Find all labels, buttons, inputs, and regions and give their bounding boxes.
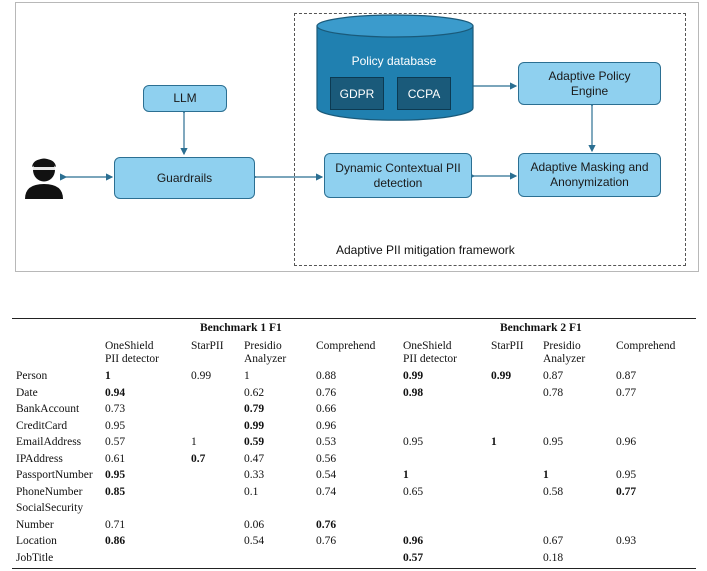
table-cell: 0.59 — [244, 436, 265, 448]
table-cell: 0.85 — [105, 485, 126, 498]
table-cell: 0.93 — [616, 535, 637, 547]
table-cell: 0.54 — [244, 535, 265, 547]
ccpa-box: CCPA — [397, 77, 451, 110]
table-cell: 0.73 — [105, 403, 126, 415]
table-cell: 0.96 — [403, 535, 424, 547]
table-cell: 0.95 — [543, 436, 564, 448]
dynamic-pii-detection-node: Dynamic Contextual PII detection — [324, 153, 472, 198]
table-cell: 0.98 — [403, 386, 424, 399]
table-cell: 0.62 — [244, 386, 265, 399]
table-cell: 0.76 — [316, 535, 337, 547]
user-icon — [25, 158, 63, 199]
column-header: Comprehend — [616, 340, 676, 352]
table-cell: 1 — [105, 370, 111, 382]
table-cell: 0.95 — [616, 469, 637, 481]
table-cell: 0.57 — [105, 436, 126, 448]
table-cell: 0.33 — [244, 469, 265, 481]
table-cell: 0.53 — [316, 436, 337, 448]
guardrails-node: Guardrails — [114, 157, 255, 199]
architecture-diagram — [15, 2, 699, 272]
table-cell: 0.58 — [543, 485, 564, 498]
table-cell: 0.95 — [403, 436, 424, 448]
table-cell: 0.76 — [316, 518, 337, 531]
column-header: StarPII — [491, 340, 524, 352]
table-cell: 0.47 — [244, 452, 265, 465]
table-cell: 0.87 — [616, 370, 637, 382]
policy-database-label: Policy database — [351, 54, 437, 68]
table-cell: 0.87 — [543, 370, 564, 382]
table-cell: 0.95 — [105, 469, 126, 481]
table-cell: 1 — [491, 436, 497, 448]
table-cell: 0.77 — [616, 386, 637, 399]
table-cell: 0.99 — [244, 419, 265, 432]
table-cell: 0.61 — [105, 452, 126, 465]
row-label: Person — [16, 370, 48, 382]
table-cell: 0.7 — [191, 452, 206, 465]
row-label: EmailAddress — [16, 436, 82, 448]
table-cell: 0.95 — [105, 419, 126, 432]
column-header: OneShield — [403, 340, 452, 352]
column-header: Presidio — [244, 340, 282, 352]
framework-label: Adaptive PII mitigation framework — [336, 243, 515, 257]
row-label: JobTitle — [16, 551, 54, 564]
table-cell: 0.74 — [316, 485, 337, 498]
table-cell: 0.71 — [105, 518, 126, 531]
row-label: IPAddress — [16, 452, 63, 465]
table-cell: 0.79 — [244, 403, 265, 415]
table-top-rule — [12, 318, 696, 319]
table-cell: 0.96 — [616, 436, 637, 448]
table-cell: 0.18 — [543, 551, 564, 564]
table-cell: 0.54 — [316, 469, 337, 481]
table-cell: 1 — [543, 469, 549, 481]
diagram-arrows — [60, 82, 596, 181]
table-cell: 0.57 — [403, 551, 424, 564]
table-bottom-rule — [12, 568, 696, 569]
column-header: Analyzer — [543, 353, 586, 365]
table-cell: 0.78 — [543, 386, 564, 399]
column-header: Analyzer — [244, 353, 287, 365]
row-label: SocialSecurity — [16, 502, 84, 514]
table-cell: 0.99 — [491, 370, 512, 382]
column-header: PII detector — [105, 353, 159, 365]
gdpr-box: GDPR — [330, 77, 384, 110]
row-label: PassportNumber — [16, 469, 93, 481]
table-cell: 1 — [244, 370, 250, 382]
group-header: Benchmark 1 F1 — [200, 322, 282, 334]
column-header: Presidio — [543, 340, 581, 352]
table-cell: 1 — [191, 436, 197, 448]
table-cell: 0.65 — [403, 485, 424, 498]
table-cell: 1 — [403, 469, 409, 481]
table-cell: 0.56 — [316, 452, 337, 465]
table-cell: 0.86 — [105, 535, 126, 547]
table-cell: 0.77 — [616, 485, 637, 498]
row-label: BankAccount — [16, 403, 80, 415]
row-label: PhoneNumber — [16, 485, 83, 498]
table-cell: 0.96 — [316, 419, 337, 432]
row-label: Location — [16, 535, 57, 547]
column-header: Comprehend — [316, 340, 376, 352]
table-cell: 0.99 — [191, 370, 212, 382]
column-header: PII detector — [403, 353, 457, 365]
table-cell: 0.66 — [316, 403, 337, 415]
llm-node: LLM — [143, 85, 227, 112]
column-header: OneShield — [105, 340, 154, 352]
adaptive-masking-node: Adaptive Masking and Anonymization — [518, 153, 661, 197]
table-cell: 0.99 — [403, 370, 424, 382]
column-header: StarPII — [191, 340, 224, 352]
row-label: Number — [16, 518, 54, 531]
row-label: Date — [16, 386, 38, 399]
table-cell: 0.76 — [316, 386, 337, 399]
table-cell: 0.94 — [105, 386, 126, 399]
table-cell: 0.1 — [244, 485, 259, 498]
group-header: Benchmark 2 F1 — [500, 322, 582, 334]
table-cell: 0.06 — [244, 518, 265, 531]
table-cell: 0.67 — [543, 535, 564, 547]
row-label: CreditCard — [16, 419, 68, 432]
adaptive-policy-engine-node: Adaptive Policy Engine — [518, 62, 661, 105]
framework-boundary — [294, 13, 686, 266]
table-cell: 0.88 — [316, 370, 337, 382]
